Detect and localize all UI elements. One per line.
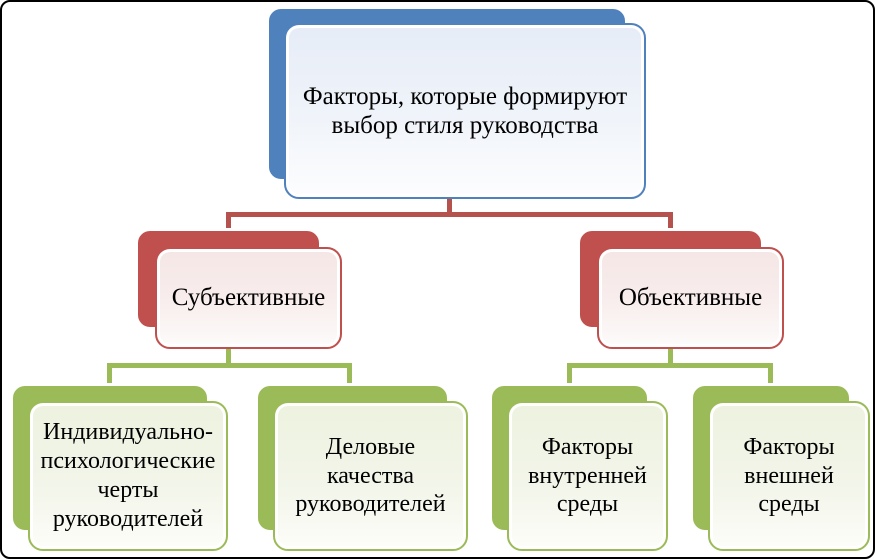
connector-leaf-external-stub [768, 367, 773, 385]
node-root: Факторы, которые формируют выбор стиля р… [266, 6, 646, 199]
connector-root-stem [447, 198, 452, 213]
node-leaf-external-label: Факторы внешней среды [743, 433, 835, 518]
node-leaf-internal: Факторы внутренней среды [489, 383, 668, 551]
node-root-panel: Факторы, которые формируют выбор стиля р… [284, 23, 646, 199]
node-leaf-external-panel: Факторы внешней среды [708, 401, 870, 551]
node-subjective: Субъективные [135, 228, 342, 349]
node-leaf-individual-label: Индивидуально- психологические черты рук… [40, 419, 216, 532]
node-leaf-external: Факторы внешней среды [690, 383, 870, 551]
node-leaf-business: Деловые качества руководителей [255, 383, 468, 551]
connector-leaf-internal-stub [567, 367, 572, 385]
node-leaf-internal-label: Факторы внутренней среды [528, 433, 647, 518]
node-leaf-business-label: Деловые качества руководителей [295, 433, 446, 518]
connector-subjective-stem [226, 348, 231, 366]
node-objective: Объективные [577, 228, 784, 349]
node-objective-label: Объективные [618, 284, 763, 312]
connector-subjective-stub [226, 216, 231, 230]
node-subjective-label: Субъективные [171, 284, 326, 312]
node-objective-panel: Объективные [597, 247, 784, 349]
node-leaf-individual: Индивидуально- психологические черты рук… [10, 383, 228, 551]
node-leaf-individual-panel: Индивидуально- психологические черты рук… [28, 401, 228, 551]
connector-leaf-business-stub [347, 367, 352, 385]
connector-level2-horizontal [226, 212, 673, 217]
connector-left-horizontal [107, 363, 352, 368]
connector-objective-stem [668, 348, 673, 366]
node-leaf-business-panel: Деловые качества руководителей [273, 401, 468, 551]
connector-right-horizontal [567, 363, 773, 368]
connector-leaf-individual-stub [107, 367, 112, 385]
connector-objective-stub [668, 216, 673, 230]
node-root-label: Факторы, которые формируют выбор стиля р… [302, 83, 628, 139]
node-leaf-internal-panel: Факторы внутренней среды [507, 401, 668, 551]
node-subjective-panel: Субъективные [155, 247, 342, 349]
